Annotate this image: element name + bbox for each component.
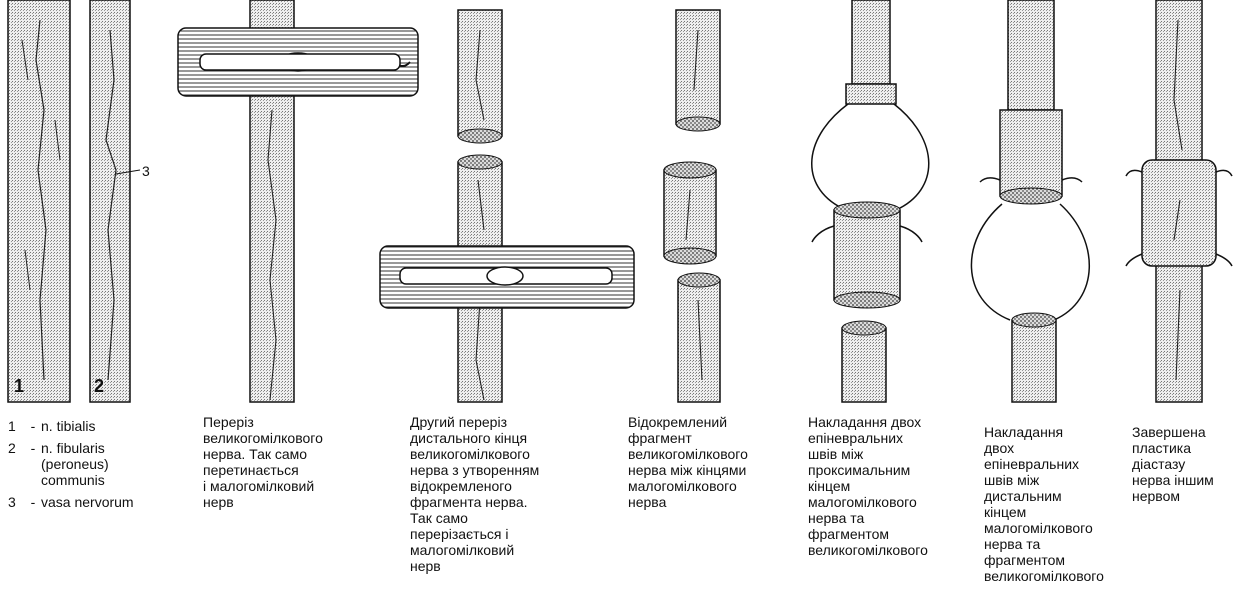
legend-number: 3 xyxy=(8,494,25,510)
panel-completed xyxy=(1126,0,1232,402)
legend-text: n. tibialis xyxy=(41,418,95,434)
legend-item: 1 - n. tibialis xyxy=(8,418,193,434)
legend: 1 - n. tibialis 2 - n. fibularis (perone… xyxy=(8,418,193,516)
legend-item: 3 - vasa nervorum xyxy=(8,494,193,510)
caption-first-cut: Переріз великогомілкового нерва. Так сам… xyxy=(203,414,383,510)
razor-blade-icon xyxy=(380,246,634,308)
legend-item: 2 - n. fibularis (peroneus) communis xyxy=(8,440,193,488)
panel-distal-suture xyxy=(971,0,1089,402)
fibular-nerve xyxy=(90,0,130,402)
caption-proximal-suture: Накладання двох епіневральних швів між п… xyxy=(808,414,980,558)
panel-first-cut xyxy=(178,0,418,402)
panel-proximal-suture xyxy=(812,0,929,402)
caption-fragment: Відокремлений фрагмент великогомілкового… xyxy=(628,414,798,510)
caption-distal-suture: Накладання двох епіневральних швів між д… xyxy=(984,424,1134,584)
legend-number: 1 xyxy=(8,418,25,434)
legend-number: 2 xyxy=(8,440,25,488)
panel-nerves: 3 1 2 xyxy=(8,0,150,402)
panel-fragment xyxy=(664,10,720,402)
tibial-number-label: 1 xyxy=(14,376,24,396)
fibular-number-label: 2 xyxy=(94,376,104,396)
razor-blade-icon xyxy=(178,28,418,96)
nerve-grafting-illustration: 3 1 2 xyxy=(0,0,1249,410)
caption-completed: Завершена пластика діастазу нерва іншим … xyxy=(1132,424,1247,504)
vessel-pointer-label: 3 xyxy=(142,163,150,179)
legend-text: vasa nervorum xyxy=(41,494,134,510)
tibial-nerve xyxy=(8,0,70,402)
caption-second-cut: Другий переріз дистального кінця великог… xyxy=(410,414,600,574)
legend-text: n. fibularis (peroneus) communis xyxy=(41,440,109,488)
